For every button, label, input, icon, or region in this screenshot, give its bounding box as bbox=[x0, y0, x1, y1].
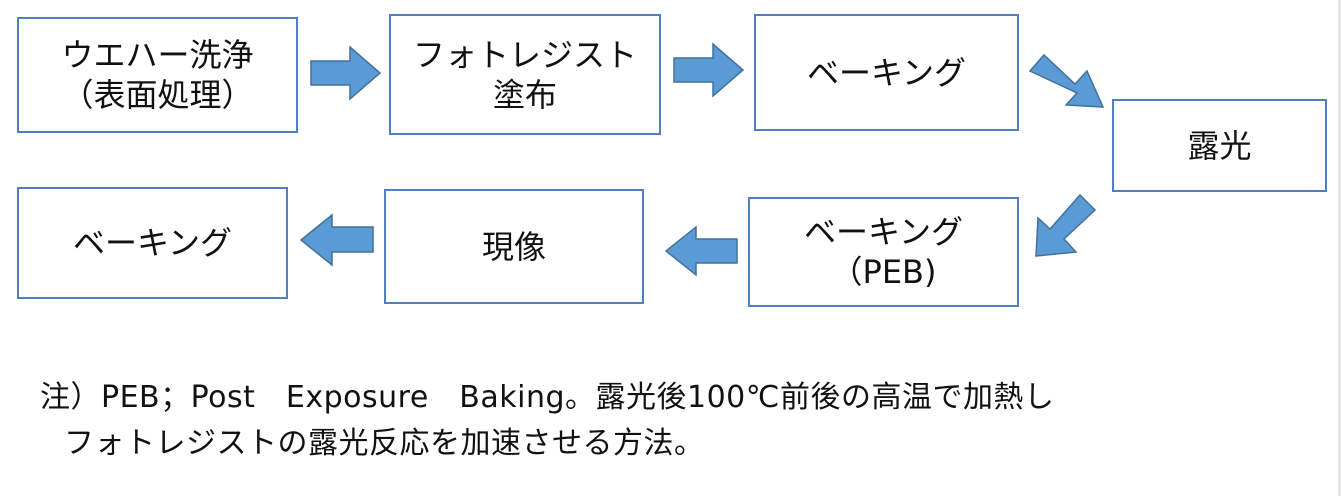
right-edge-divider bbox=[1338, 0, 1341, 496]
step-baking-1: ベーキング bbox=[754, 14, 1019, 131]
step-label-line1: フォトレジスト bbox=[412, 35, 637, 74]
step-exposure: 露光 bbox=[1112, 99, 1327, 192]
step-label-line1: 現像 bbox=[481, 227, 546, 266]
step-photoresist-coating: フォトレジスト 塗布 bbox=[389, 14, 661, 135]
flow-arrow-right bbox=[673, 42, 745, 98]
step-label-line2: 塗布 bbox=[492, 75, 557, 114]
step-label-line1: 露光 bbox=[1187, 126, 1252, 165]
step-development: 現像 bbox=[384, 189, 644, 304]
step-label-line1: ベーキング bbox=[803, 213, 964, 251]
flow-arrow-down-right bbox=[1028, 53, 1105, 108]
step-label-line1: ウエハー洗浄 bbox=[61, 36, 254, 74]
step-label-line1: ベーキング bbox=[806, 53, 967, 92]
flow-arrow-left bbox=[299, 213, 374, 267]
flow-arrow-right bbox=[310, 45, 382, 101]
step-label-line2: （表面処理） bbox=[61, 76, 254, 114]
step-label-line1: ベーキング bbox=[72, 224, 233, 262]
flow-arrow-down-left bbox=[1035, 193, 1097, 257]
step-baking-peb: ベーキング （PEB) bbox=[748, 197, 1019, 307]
footnote-line1: 注）PEB；Post Exposure Baking。露光後100℃前後の高温で… bbox=[40, 380, 1055, 415]
flow-arrow-left bbox=[664, 225, 738, 277]
step-label-line2: （PEB) bbox=[830, 253, 937, 291]
step-baking-2: ベーキング bbox=[17, 187, 288, 299]
step-wafer-cleaning: ウエハー洗浄 （表面処理） bbox=[17, 17, 298, 133]
footnote-line2: フォトレジストの露光反応を加速させる方法。 bbox=[64, 426, 705, 461]
